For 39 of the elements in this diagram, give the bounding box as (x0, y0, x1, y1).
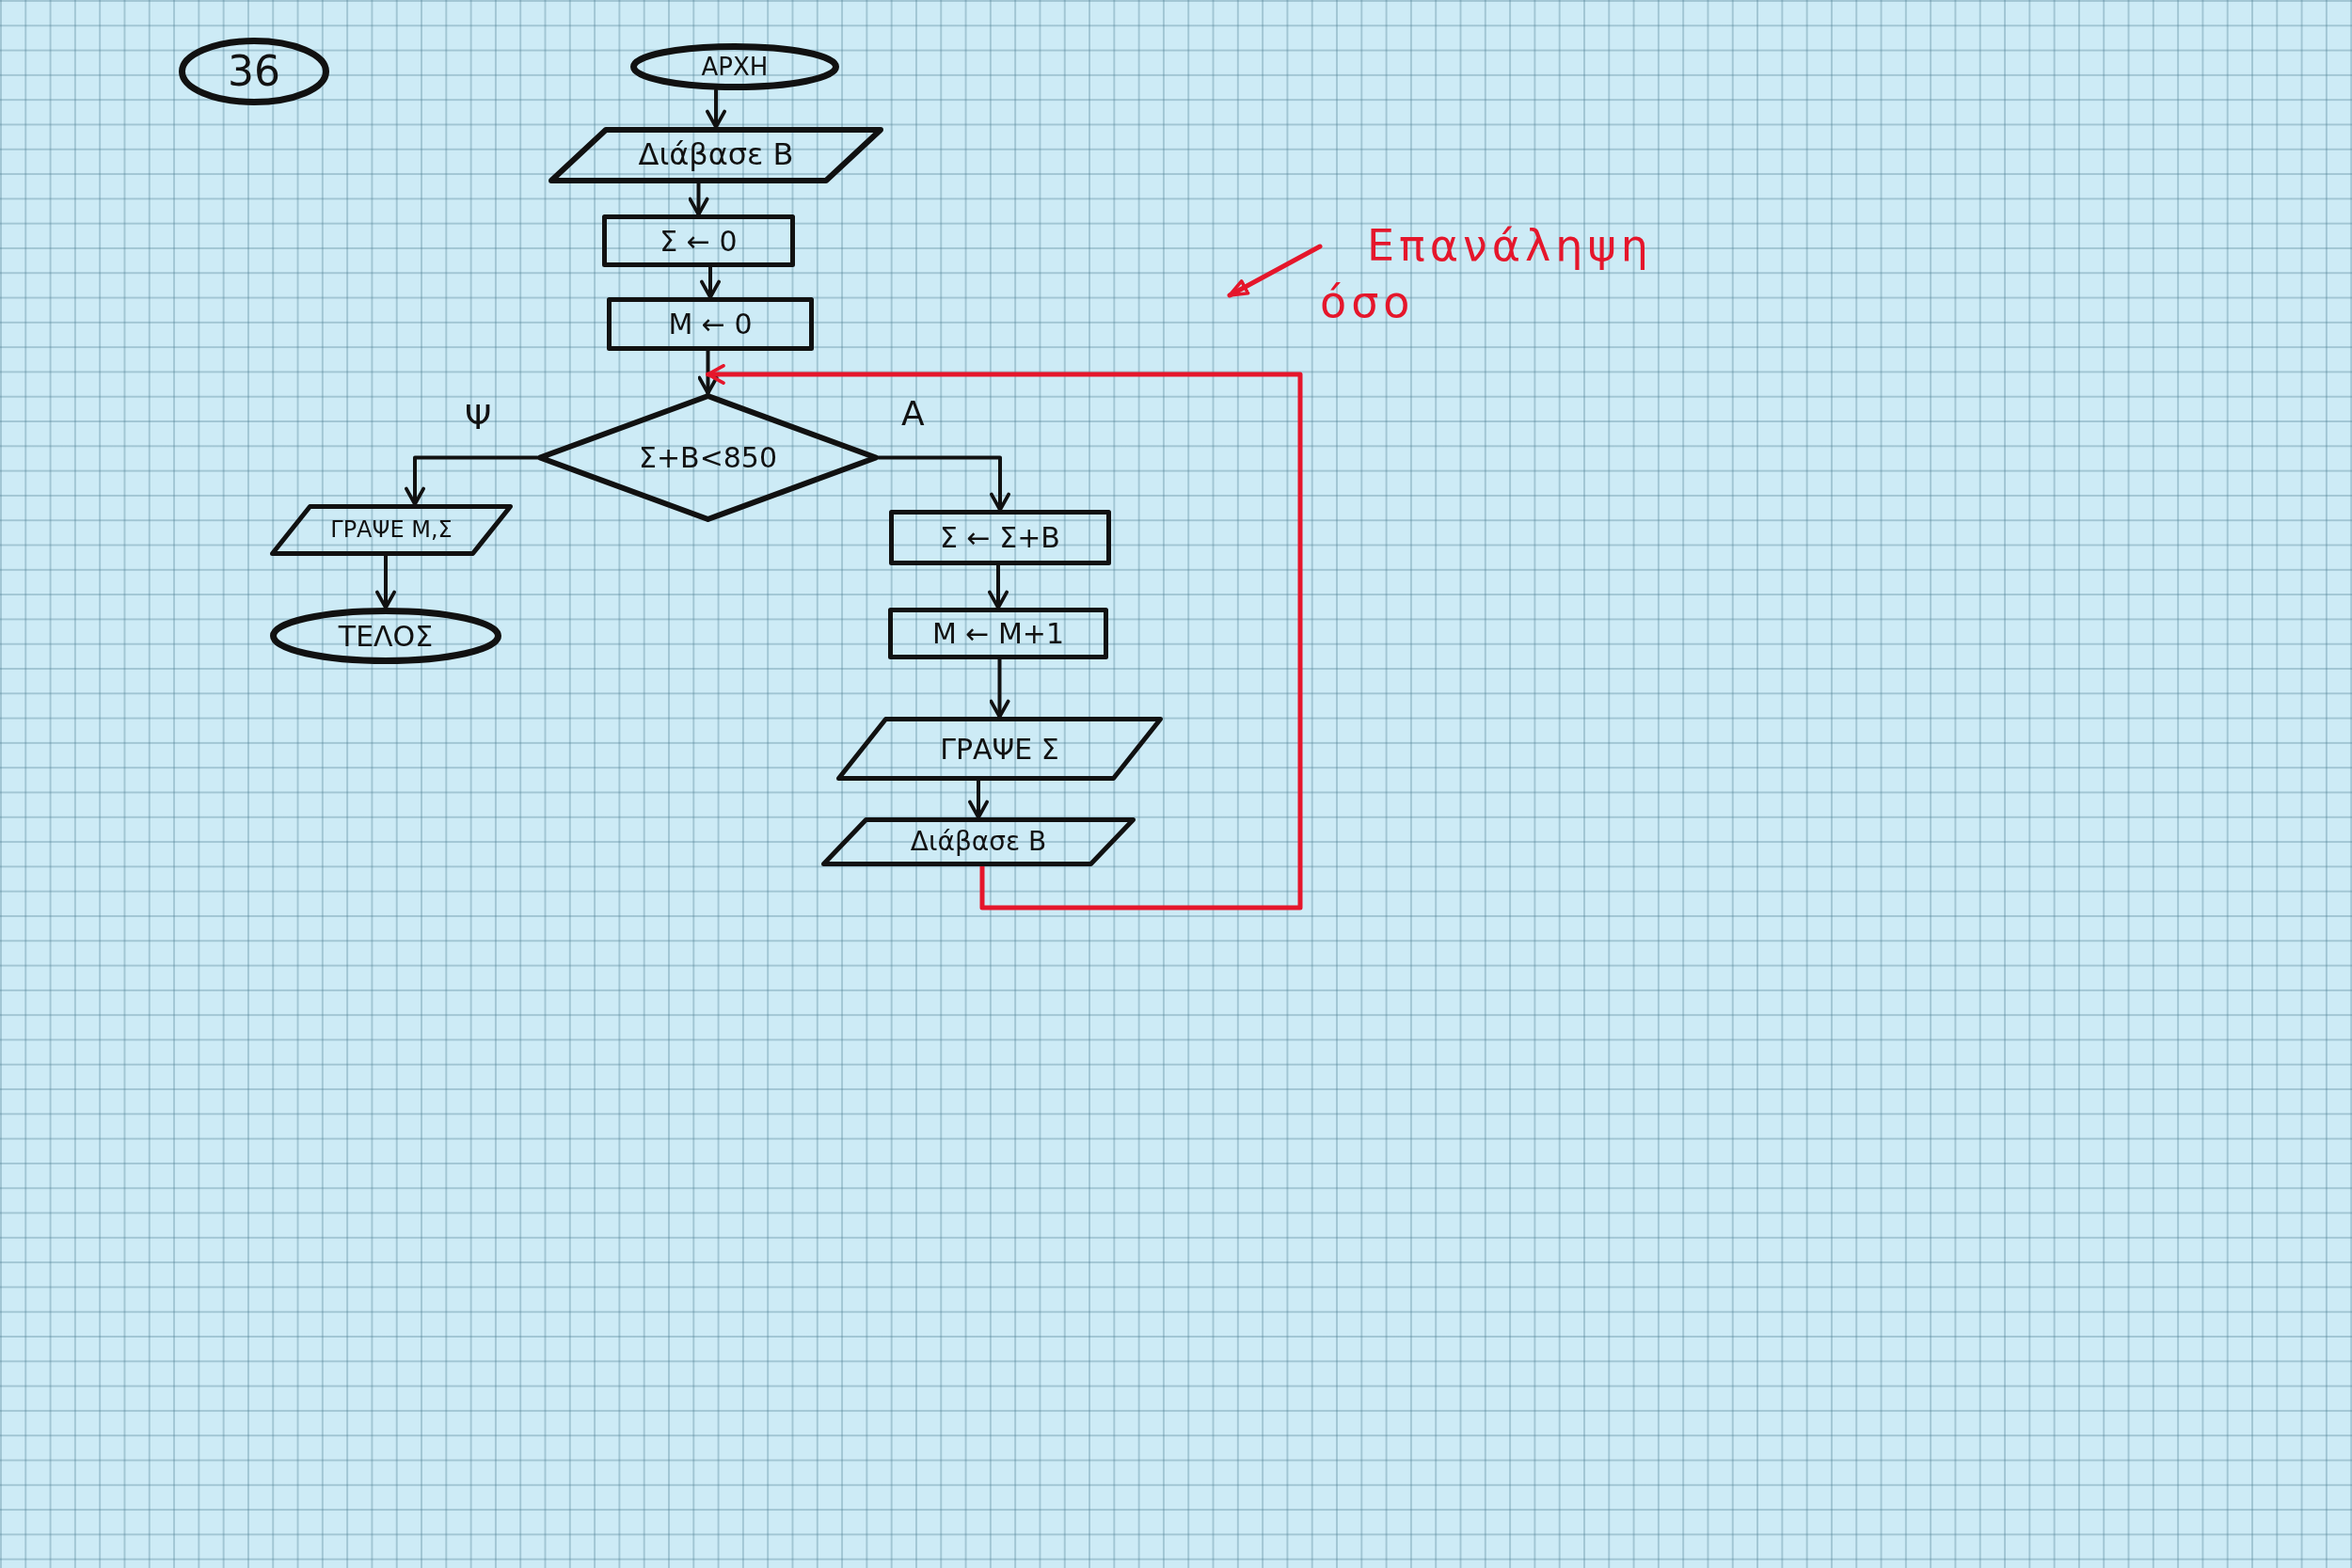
process-box (602, 214, 795, 267)
decision-diamond (537, 393, 879, 522)
condition-label: Σ+Β<850 (638, 442, 778, 473)
flow-arrow (700, 265, 721, 299)
leader-arrow (1227, 244, 1323, 298)
flow-arrow (877, 455, 1010, 512)
process-box (889, 510, 1111, 565)
terminal-label: ΑΡΧΗ (701, 53, 769, 81)
input-output-parallelogram (548, 127, 883, 183)
io-label: Διάβασε Β (638, 138, 794, 172)
flow-arrow (375, 554, 396, 610)
flow-arrow (697, 349, 719, 395)
flow-arrow (968, 779, 989, 819)
annotation-note: Επανάληψη όσο (1320, 218, 1696, 331)
input-output-parallelogram (270, 504, 513, 556)
io-label: ΓΡΑΨΕ Σ (940, 733, 1059, 765)
flow-arrow (688, 182, 709, 216)
edge-label: Ψ (465, 399, 492, 436)
input-output-parallelogram (836, 717, 1163, 781)
flow-arrow (706, 364, 1303, 911)
flow-arrow (405, 455, 539, 506)
process-label: Σ ← 0 (660, 225, 738, 257)
process-box (888, 608, 1108, 659)
process-label: Μ ← Μ+1 (931, 618, 1065, 649)
flow-arrow (989, 657, 1010, 719)
input-output-parallelogram (821, 817, 1136, 866)
terminal-ellipse (270, 608, 501, 664)
terminal-ellipse (630, 43, 839, 90)
process-label: Σ ← Σ+Β (940, 522, 1060, 553)
process-box (607, 297, 814, 351)
number-label: 36 (228, 48, 280, 95)
flow-arrow (988, 563, 1009, 610)
io-label: Διάβασε Β (910, 827, 1047, 857)
io-label: ΓΡΑΨΕ Μ,Σ (330, 517, 453, 543)
terminal-label: ΤΕΛΟΣ (338, 620, 434, 652)
number-ellipse (179, 38, 329, 105)
process-label: Μ ← 0 (668, 309, 753, 340)
edge-label: Α (901, 395, 925, 433)
flow-arrow (706, 88, 726, 129)
